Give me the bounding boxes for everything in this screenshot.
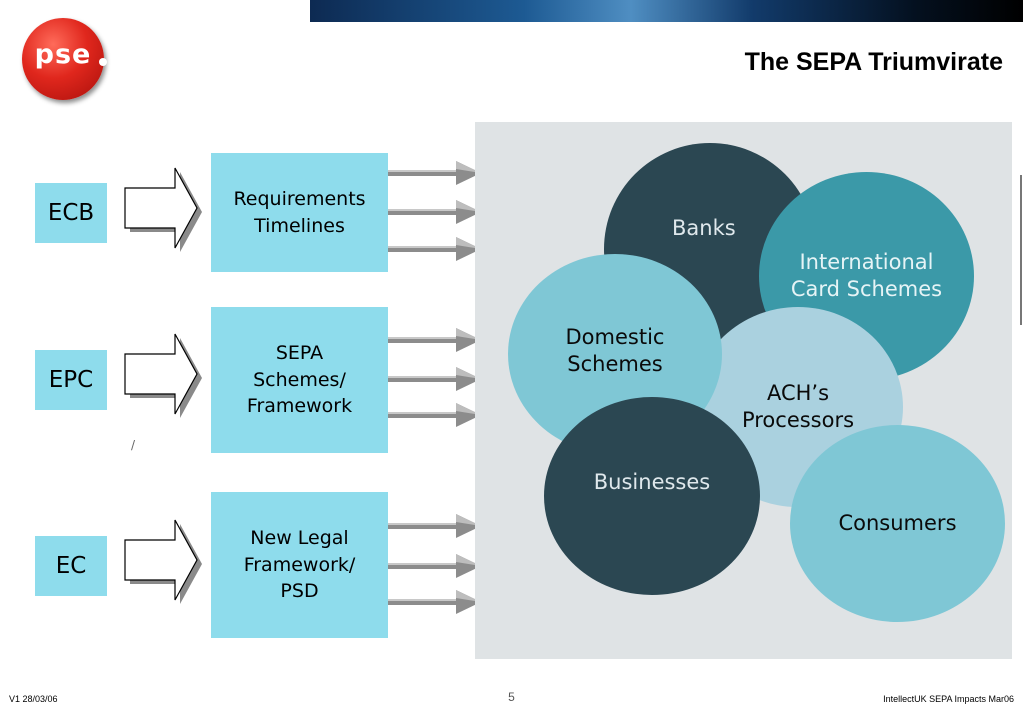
line-arrow (388, 161, 481, 185)
line-arrow (388, 554, 481, 578)
logo-text: pse (34, 39, 92, 70)
line-arrow (388, 514, 481, 538)
stray-mark: / (131, 438, 136, 452)
bubble-consumers: Consumers (790, 425, 1005, 622)
source-box-ec: EC (35, 536, 107, 596)
line-arrow (388, 590, 481, 614)
source-box-epc: EPC (35, 350, 107, 410)
output-box-legal-framework: New Legal Framework/ PSD (211, 492, 388, 638)
header-banner (310, 0, 1023, 22)
line-arrow (388, 367, 481, 391)
logo-dot (99, 58, 107, 66)
footer-version: V1 28/03/06 (9, 694, 58, 704)
pse-logo: pse (22, 18, 104, 100)
source-box-ecb: ECB (35, 183, 107, 243)
line-arrow (388, 200, 481, 224)
output-box-requirements: Requirements Timelines (211, 153, 388, 272)
block-arrow-ec (124, 519, 202, 604)
page-number: 5 (508, 690, 515, 704)
line-arrow (388, 237, 481, 261)
footer-document: IntellectUK SEPA Impacts Mar06 (883, 694, 1014, 704)
slide-title: The SEPA Triumvirate (744, 48, 1003, 76)
bubble-businesses: Businesses (544, 397, 760, 595)
output-box-sepa-schemes: SEPA Schemes/ Framework (211, 307, 388, 453)
line-arrow (388, 328, 481, 352)
line-arrow (388, 403, 481, 427)
edge-rule (1020, 175, 1022, 325)
block-arrow-epc (124, 333, 202, 418)
block-arrow-ecb (124, 167, 202, 252)
